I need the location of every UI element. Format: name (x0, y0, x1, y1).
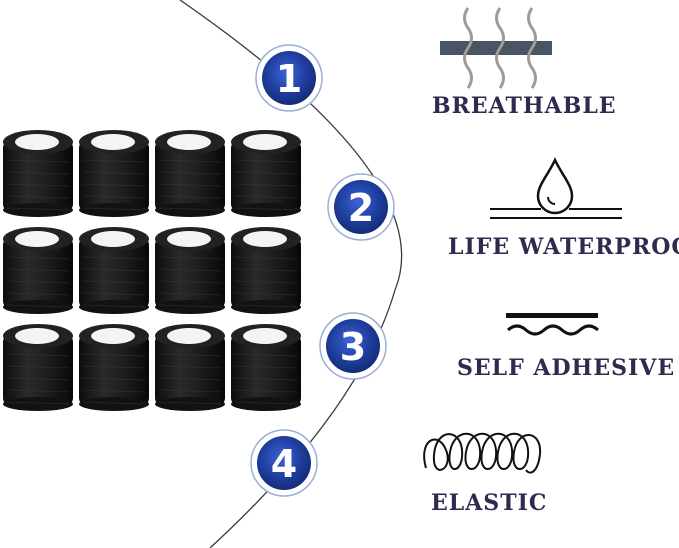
tape-roll (231, 227, 301, 314)
badge-number-4: 4 (271, 442, 297, 486)
tape-roll (3, 130, 73, 217)
badge-2: 2 (327, 173, 395, 241)
badge-number-1: 1 (276, 57, 302, 101)
feature-label-elastic: ELASTIC (431, 490, 548, 516)
tape-roll (79, 324, 149, 411)
feature-label-breathable: BREATHABLE (432, 93, 617, 119)
tape-roll (231, 324, 301, 411)
badge-number-3: 3 (340, 325, 366, 369)
adhesive-wave-icon (506, 313, 599, 336)
water-drop-icon (490, 157, 622, 219)
feature-label-waterproof: LIFE WATERPROOF (448, 234, 679, 260)
badge-4: 4 (250, 429, 318, 497)
badge-3: 3 (319, 312, 387, 380)
tape-roll (3, 324, 73, 411)
tape-rolls-grid (3, 130, 301, 411)
tape-roll (3, 227, 73, 314)
tape-roll (155, 324, 225, 411)
tape-roll (231, 130, 301, 217)
badge-number-2: 2 (348, 186, 374, 230)
badge-1: 1 (255, 44, 323, 112)
tape-roll (155, 227, 225, 314)
feature-label-self-adhesive: SELF ADHESIVE (457, 355, 676, 381)
tape-roll (155, 130, 225, 217)
tape-roll (79, 227, 149, 314)
tape-roll (79, 130, 149, 217)
elastic-coil-icon (423, 432, 542, 474)
breathable-icon (440, 7, 552, 89)
